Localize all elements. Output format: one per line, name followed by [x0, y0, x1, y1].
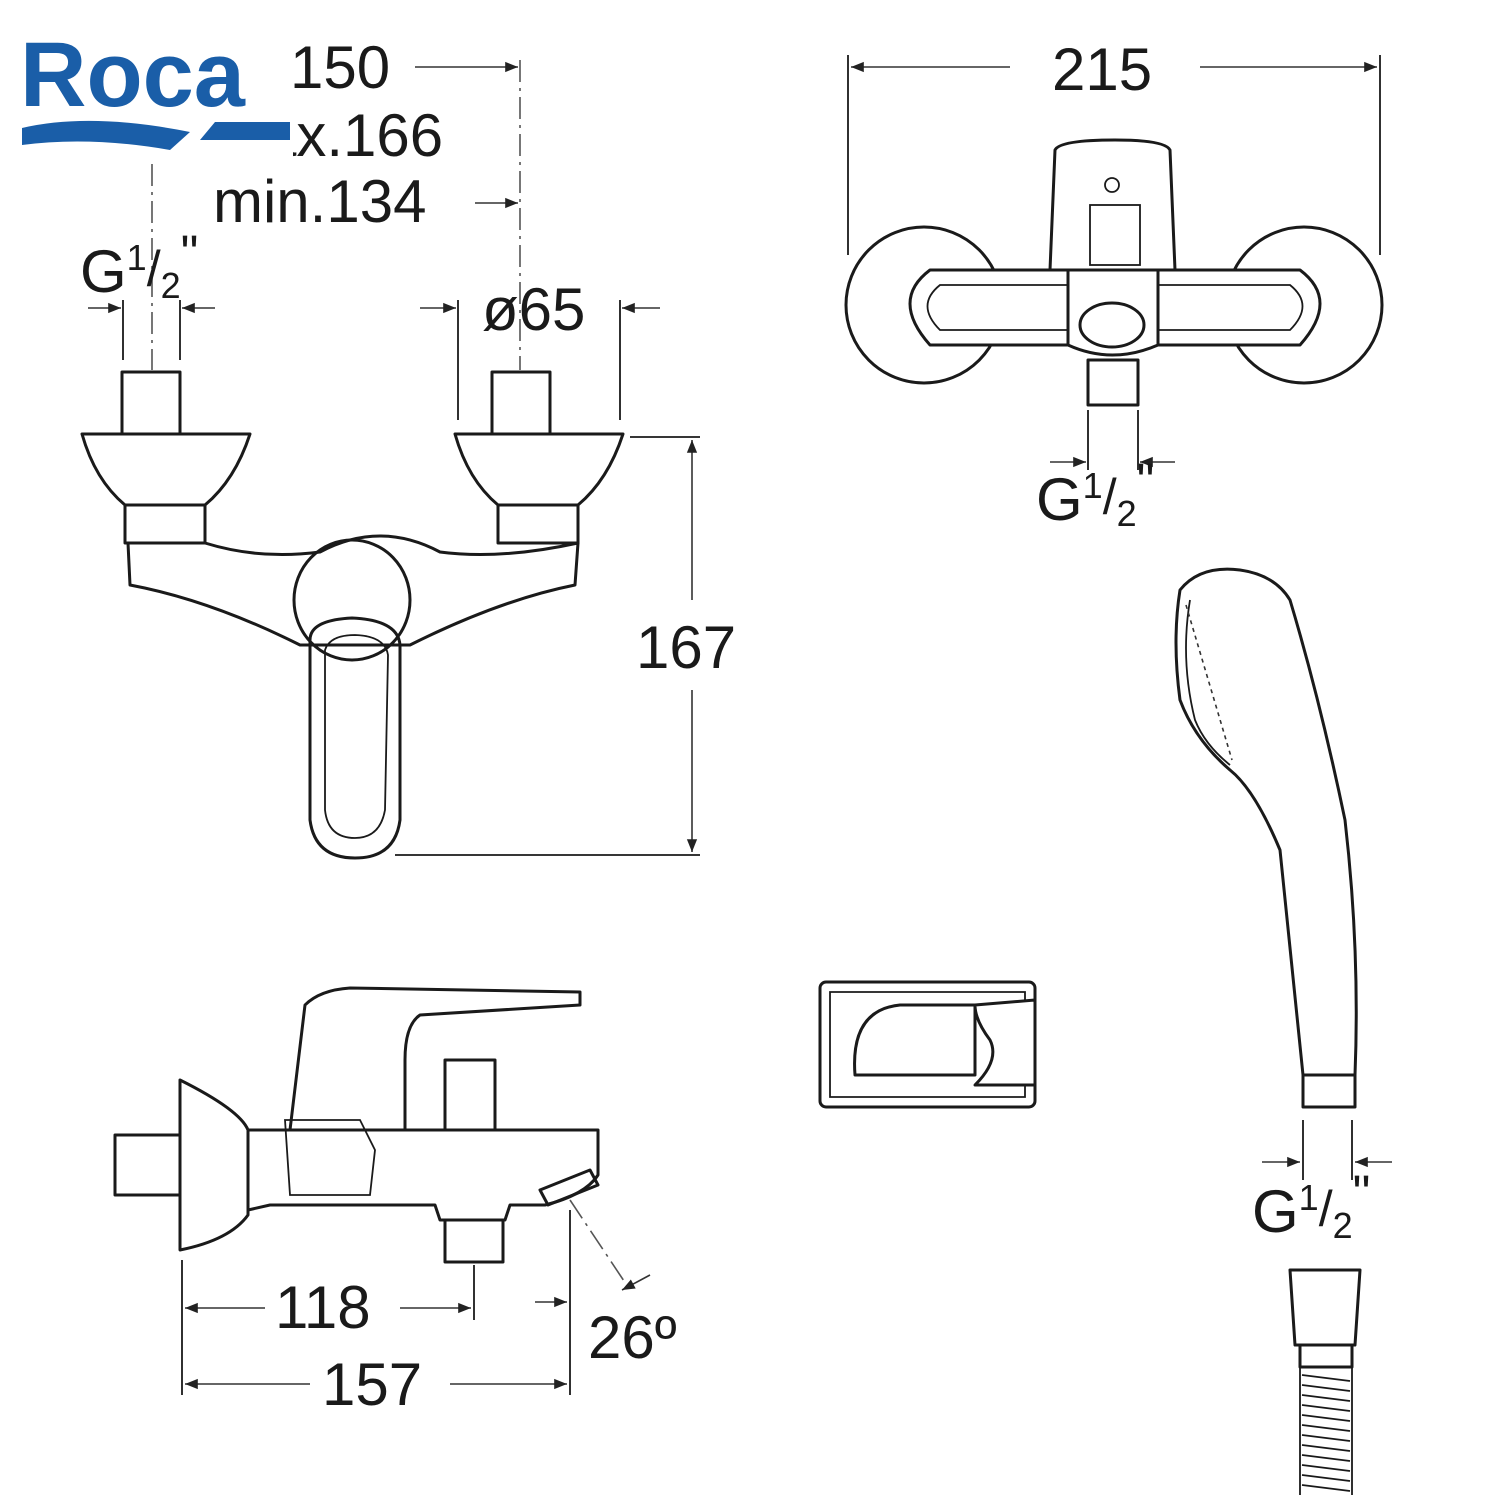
spout-118-label: 118 [275, 1274, 371, 1341]
hand-shower-thread-label: G1/2" [1252, 1165, 1370, 1246]
hose-rib [1301, 1394, 1351, 1402]
outlet-thread-label: G1/2" [1036, 453, 1154, 534]
width-150-label: 150 [290, 34, 390, 101]
hose-rib [1301, 1454, 1351, 1462]
hose-connector [1288, 1268, 1362, 1495]
hose-rib [1301, 1464, 1351, 1472]
svg-text:G1/2": G1/2" [1252, 1165, 1370, 1246]
height-167-label: 167 [636, 614, 736, 681]
side-view-mixer: 26º 118 157 [113, 986, 677, 1418]
svg-text:Roca: Roca [20, 24, 246, 126]
hose-rib [1301, 1404, 1351, 1412]
hose-rib [1301, 1444, 1351, 1452]
hose-rib [1301, 1484, 1351, 1492]
angle-26-label: 26º [588, 1304, 677, 1371]
total-157-label: 157 [322, 1351, 422, 1418]
front-view-mixer: 150 max.166 min.134 G1/2" ø65 167 [80, 34, 736, 860]
flange-diameter-label: ø65 [482, 276, 585, 343]
roca-logo: Roca [18, 24, 293, 160]
hose-rib [1301, 1374, 1351, 1382]
svg-text:G1/2": G1/2" [1036, 453, 1154, 534]
inlet-thread-label: G1/2" [80, 225, 198, 306]
top-view-mixer: 215 G1/2" [844, 36, 1384, 534]
min-length-label: min.134 [213, 168, 426, 235]
width-215-label: 215 [1052, 36, 1152, 103]
hose-rib [1301, 1424, 1351, 1432]
hose-rib [1301, 1414, 1351, 1422]
hand-shower: G1/2" [1174, 567, 1392, 1246]
hose-rib [1301, 1434, 1351, 1442]
wall-bracket [818, 980, 1037, 1109]
hose-rib [1301, 1384, 1351, 1392]
svg-text:G1/2": G1/2" [80, 225, 198, 306]
hose-rib [1301, 1474, 1351, 1482]
